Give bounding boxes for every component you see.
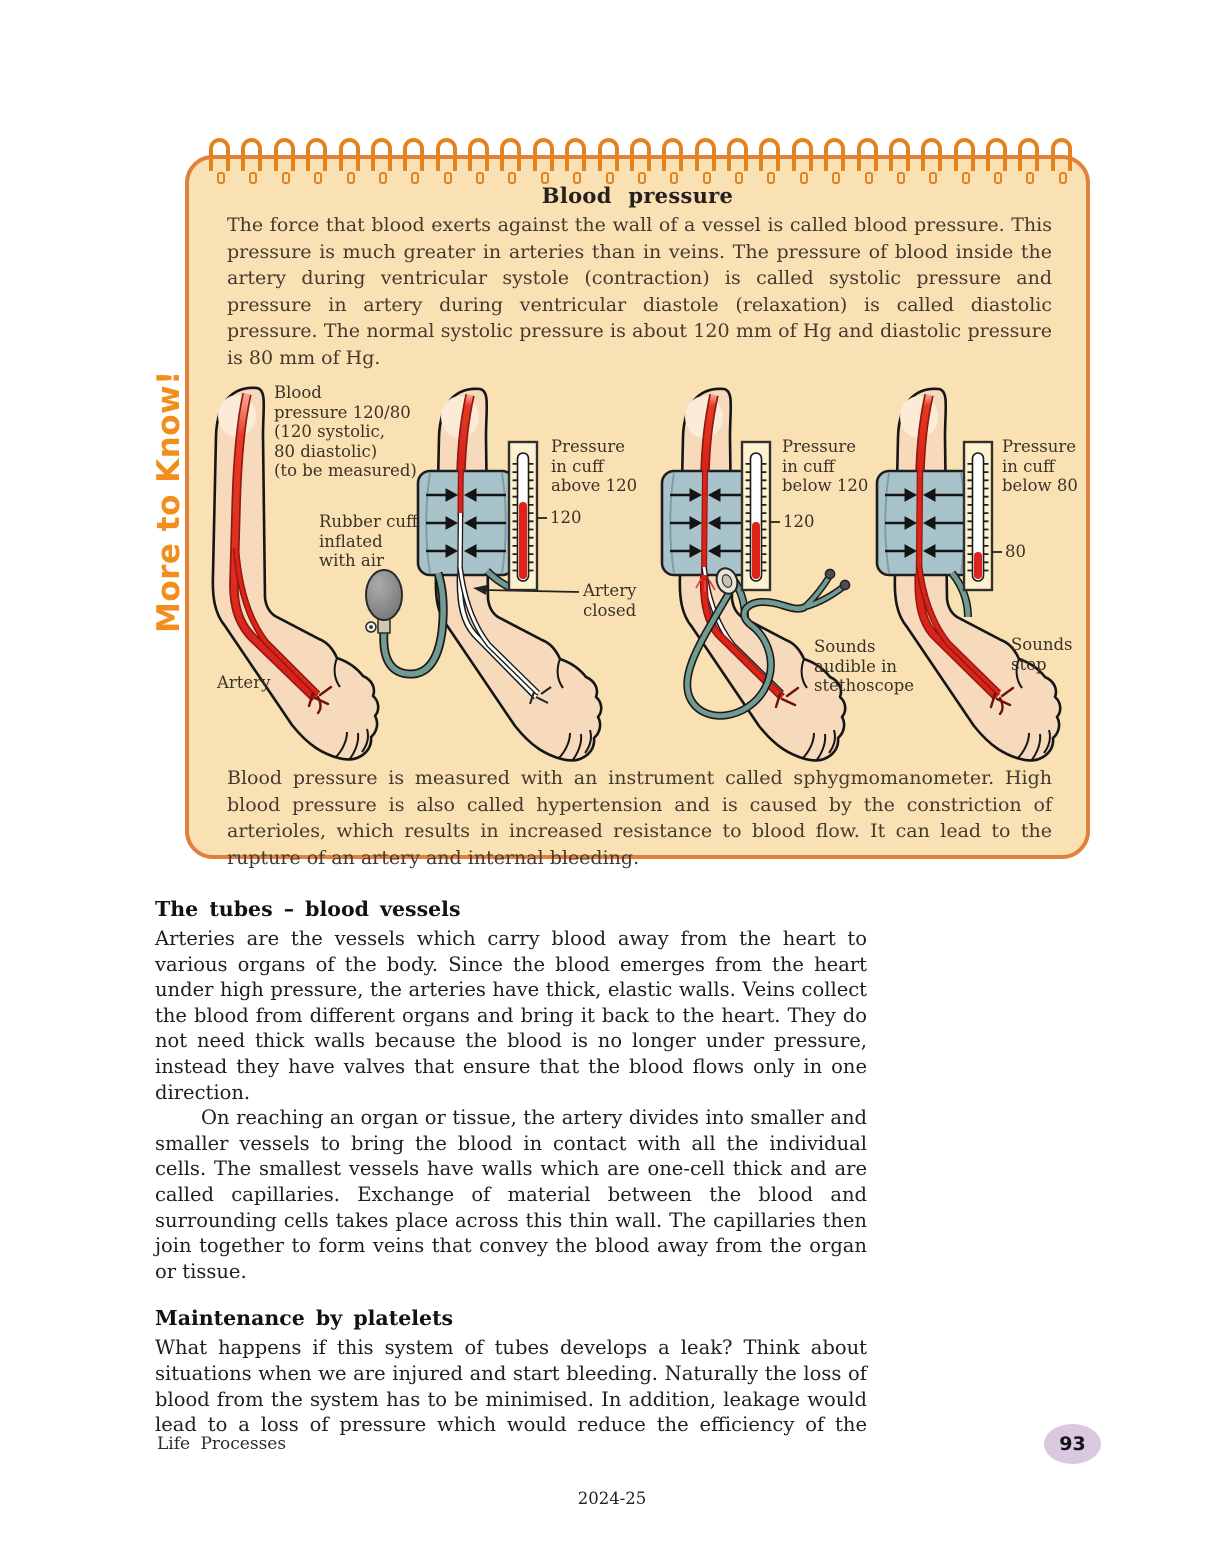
spiral-loop bbox=[403, 138, 425, 184]
earpiece-icon bbox=[839, 579, 851, 591]
blood-pressure-cuff-2 bbox=[416, 469, 516, 577]
pressure-gauge-1 bbox=[507, 440, 539, 592]
spiral-loop bbox=[694, 138, 716, 184]
gauge2-label: Pressure in cuff below 120 bbox=[782, 437, 869, 495]
spiral-loop bbox=[273, 138, 295, 184]
edition-label: 2024-25 bbox=[577, 1489, 647, 1508]
note-box-title: Blood pressure bbox=[541, 183, 734, 208]
blood-pressure-measurement-illustration bbox=[211, 386, 1062, 763]
rubber-tube bbox=[381, 572, 446, 677]
pump-bulb bbox=[365, 569, 448, 679]
blood-pressure-cuff-4 bbox=[875, 469, 975, 577]
sounds-stop-label: Sounds stop bbox=[1011, 635, 1073, 674]
artery-label: Artery bbox=[217, 673, 271, 692]
stethoscope bbox=[683, 567, 851, 720]
pressure-gauge-2 bbox=[740, 440, 772, 592]
tubes-paragraph-1: Arteries are the vessels which carry blo… bbox=[155, 927, 867, 1104]
spiral-loop bbox=[759, 138, 781, 184]
closed-artery bbox=[458, 574, 538, 699]
sounds-audible-label: Sounds audible in stethoscope bbox=[814, 637, 915, 695]
spiral-loop bbox=[565, 138, 587, 184]
spiral-loop bbox=[597, 138, 619, 184]
arm-figure-1 bbox=[211, 386, 380, 762]
rubber-cuff-label: Rubber cuff inflated with air bbox=[319, 512, 418, 570]
mercury-column bbox=[752, 522, 760, 579]
spiral-loop bbox=[824, 138, 846, 184]
spiral-loop bbox=[662, 138, 684, 184]
spiral-loop bbox=[241, 138, 263, 184]
spiral-loop bbox=[856, 138, 878, 184]
mercury-column bbox=[974, 552, 982, 579]
spiral-loop bbox=[921, 138, 943, 184]
spiral-loop bbox=[532, 138, 554, 184]
blood-pressure-label: Blood pressure 120/80 (120 systolic, 80 … bbox=[274, 383, 417, 480]
blood-pressure-diagram: Blood pressure 120/80 (120 systolic, 80 … bbox=[189, 375, 1086, 765]
spiral-loop bbox=[468, 138, 489, 184]
spiral-loop bbox=[629, 138, 651, 184]
gauge3-label: Pressure in cuff below 80 bbox=[1002, 437, 1078, 495]
spiral-loop bbox=[306, 138, 328, 184]
spiral-loop bbox=[370, 138, 392, 184]
gauge1-label: Pressure in cuff above 120 bbox=[551, 437, 638, 495]
artery-branches bbox=[307, 685, 333, 715]
arm-figure-4 bbox=[875, 387, 1062, 763]
arm-figure-2 bbox=[416, 387, 603, 763]
note-box-outro-paragraph: Blood pressure is measured with an instr… bbox=[227, 767, 1052, 869]
gauge1-value: 120 bbox=[550, 508, 582, 527]
spiral-loop bbox=[338, 138, 360, 184]
gauge3-value: 80 bbox=[1005, 542, 1026, 561]
spiral-loop bbox=[500, 138, 522, 184]
spiral-loop bbox=[435, 138, 457, 184]
gauge2-value: 120 bbox=[783, 512, 815, 531]
chapter-footer: Life Processes bbox=[157, 1434, 287, 1454]
turbulent-flow-marks bbox=[695, 578, 716, 592]
artery-closed-leader bbox=[473, 585, 580, 595]
mercury-column bbox=[519, 502, 527, 579]
more-to-know-vertical-label: More to Know! bbox=[151, 370, 187, 633]
spiral-loop bbox=[791, 138, 813, 184]
tubes-paragraph-2: On reaching an organ or tissue, the arte… bbox=[155, 1106, 867, 1283]
page-number-badge: 93 bbox=[1044, 1424, 1101, 1464]
spiral-binding bbox=[209, 138, 1072, 184]
earpiece-icon bbox=[824, 568, 836, 580]
spiral-loop bbox=[1018, 138, 1040, 184]
spiral-loop bbox=[888, 138, 910, 184]
spiral-loop bbox=[209, 138, 230, 184]
spiral-loop bbox=[1050, 138, 1072, 184]
note-box-intro-paragraph: The force that blood exerts against the … bbox=[227, 214, 1052, 369]
section-heading-platelets: Maintenance by platelets bbox=[155, 1306, 454, 1331]
spiral-loop bbox=[986, 138, 1007, 184]
main-text-column: The tubes – blood vessels Arteries are t… bbox=[155, 897, 867, 1438]
platelets-paragraph: What happens if this system of tubes dev… bbox=[155, 1336, 867, 1437]
spiral-loop bbox=[727, 138, 748, 184]
artery-closed-label: Artery closed bbox=[583, 581, 637, 620]
pressure-gauge-3 bbox=[962, 440, 994, 592]
spiral-loop bbox=[953, 138, 975, 184]
section-heading-tubes: The tubes – blood vessels bbox=[155, 897, 461, 921]
more-to-know-box: Blood pressure The force that blood exer… bbox=[185, 138, 1090, 869]
